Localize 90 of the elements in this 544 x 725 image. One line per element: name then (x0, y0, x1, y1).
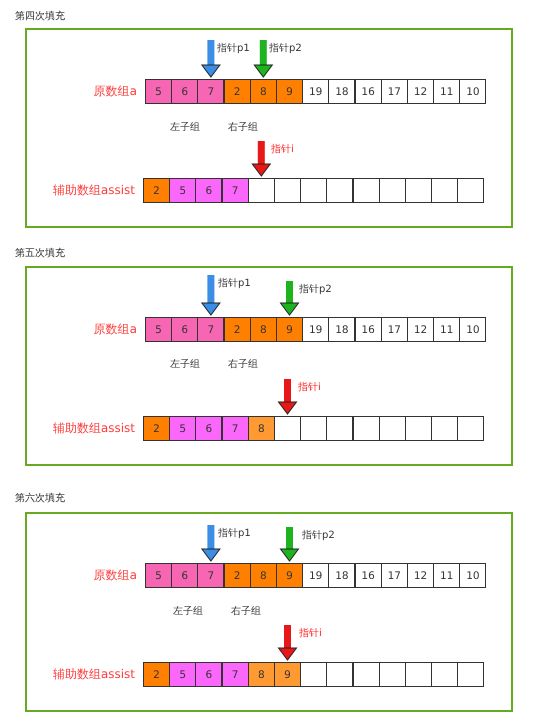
pointer-arrow (278, 625, 297, 660)
group-label: 左子组 (173, 605, 203, 618)
array-cell: 9 (276, 79, 303, 104)
array-cell: 9 (276, 563, 303, 588)
array-label: 原数组a (94, 321, 137, 338)
pointer-arrow (201, 40, 220, 78)
array-cell: 12 (407, 79, 434, 104)
step-title: 第四次填充 (15, 10, 65, 23)
array-cell: 18 (328, 79, 356, 104)
panel-frame (25, 28, 513, 228)
pointer-label: 指针i (271, 142, 294, 156)
array-cell: 7 (197, 563, 224, 588)
pointer-label: 指针p2 (299, 282, 332, 296)
array-cell: 2 (224, 79, 251, 104)
array-cell: 7 (222, 416, 249, 441)
array-cell: 17 (380, 317, 408, 342)
pointer-label: 指针p1 (218, 276, 251, 290)
array-cell: 9 (274, 662, 301, 687)
array-label: 原数组a (94, 567, 137, 584)
array-cell: 6 (171, 79, 198, 104)
array-cell: 11 (433, 563, 460, 588)
array-cell: 5 (169, 178, 196, 203)
pointer-label: 指针i (298, 380, 321, 394)
pointer-label: 指针p2 (302, 528, 335, 542)
array-cell: 16 (354, 317, 382, 342)
array-cell: 7 (197, 317, 224, 342)
step-title: 第五次填充 (15, 246, 65, 260)
pointer-arrow (201, 275, 220, 316)
array-cell: 2 (143, 178, 170, 203)
array-cell: 9 (276, 317, 303, 342)
array-cell: 2 (143, 416, 170, 441)
array-cell: 16 (354, 563, 382, 588)
array-cell: 12 (407, 563, 434, 588)
panel-frame (25, 266, 513, 466)
array-label: 辅助数组assist (52, 666, 135, 683)
pointer-arrow (252, 141, 271, 176)
pointer-label: 指针p1 (217, 41, 250, 55)
array-cell: 7 (222, 178, 249, 203)
array-cell: 16 (354, 79, 382, 104)
pointer-arrow (254, 40, 273, 78)
pointer-arrow (280, 281, 299, 316)
group-label: 左子组 (170, 121, 200, 134)
array-cell: 18 (328, 317, 356, 342)
array-cell: 5 (145, 317, 172, 342)
array-cell: 17 (380, 79, 408, 104)
array-cell: 5 (145, 79, 172, 104)
array-cell: 8 (250, 563, 277, 588)
array-label: 辅助数组assist (52, 182, 135, 199)
array-cell: 6 (195, 178, 222, 203)
array-cell: 8 (248, 416, 275, 441)
array-cell: 5 (169, 416, 196, 441)
array-cell: 6 (195, 662, 222, 687)
array-cell: 7 (197, 79, 224, 104)
panel-frame (25, 512, 513, 712)
array-cell: 7 (222, 662, 249, 687)
array-cell: 19 (302, 317, 330, 342)
array-cell: 8 (250, 79, 277, 104)
array-cell: 12 (407, 317, 434, 342)
pointer-label: 指针i (299, 626, 322, 640)
array-cell: 6 (171, 563, 198, 588)
array-cell: 18 (328, 563, 356, 588)
group-label: 右子组 (228, 358, 258, 371)
array-cell: 19 (302, 563, 330, 588)
array-cell: 11 (433, 79, 460, 104)
group-label: 右子组 (231, 605, 261, 618)
step-title: 第六次填充 (15, 492, 65, 505)
array-cell: 10 (459, 563, 486, 588)
array-cell: 2 (224, 317, 251, 342)
array-cell: 8 (250, 317, 277, 342)
array-cell: 2 (143, 662, 170, 687)
pointer-label: 指针p1 (218, 526, 251, 540)
array-cell: 10 (459, 317, 486, 342)
array-label: 原数组a (94, 83, 137, 100)
array-cell: 19 (302, 79, 330, 104)
pointer-arrow (201, 525, 220, 562)
array-cell: 11 (433, 317, 460, 342)
pointer-arrow (280, 527, 299, 562)
array-cell: 6 (171, 317, 198, 342)
pointer-arrow (278, 379, 297, 414)
array-cell: 17 (380, 563, 408, 588)
array-cell: 10 (459, 79, 486, 104)
pointer-label: 指针p2 (269, 41, 302, 55)
array-cell: 6 (195, 416, 222, 441)
array-cell: 5 (145, 563, 172, 588)
array-cell: 8 (248, 662, 275, 687)
array-cell: 2 (224, 563, 251, 588)
array-cell: 5 (169, 662, 196, 687)
array-label: 辅助数组assist (52, 420, 135, 437)
group-label: 左子组 (170, 358, 200, 371)
group-label: 右子组 (228, 121, 258, 134)
